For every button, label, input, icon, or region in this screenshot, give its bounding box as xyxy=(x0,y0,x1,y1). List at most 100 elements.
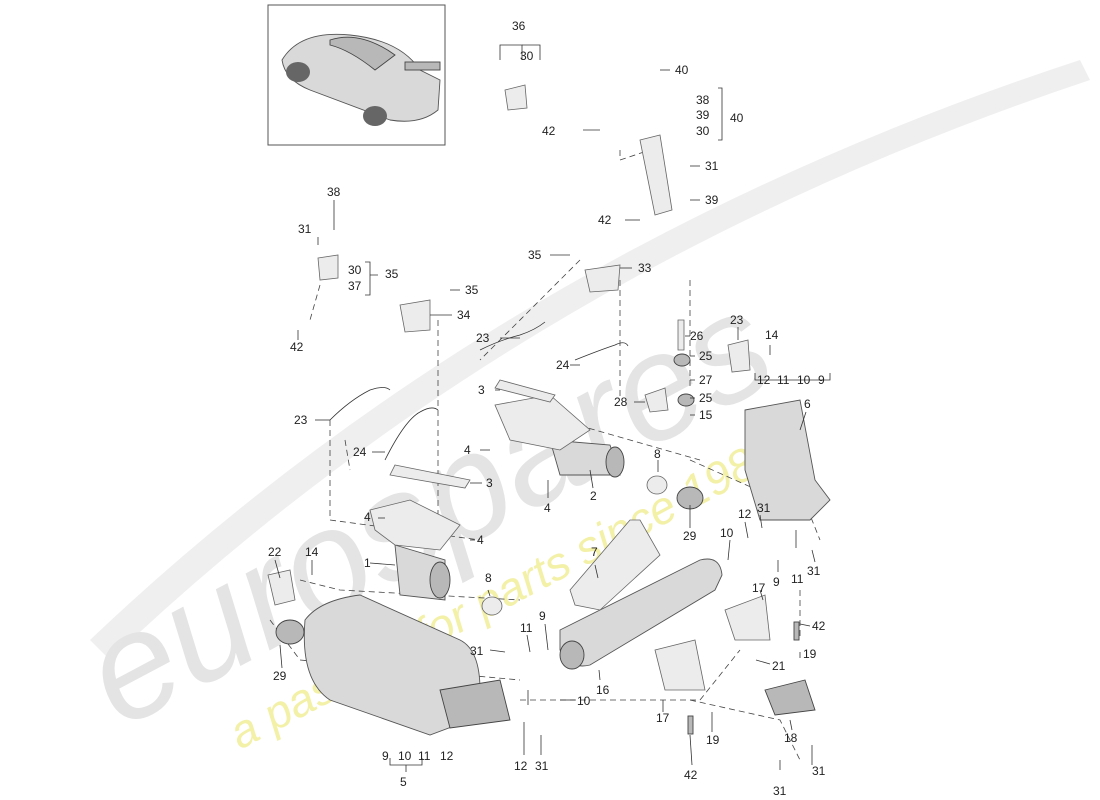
part-gasket-8-right[interactable] xyxy=(646,475,668,495)
callout-41-b[interactable]: 42 xyxy=(598,213,612,227)
callout-31-b[interactable]: 31 xyxy=(535,759,549,773)
callout-1[interactable]: 1 xyxy=(364,556,371,570)
callout-2[interactable]: 2 xyxy=(590,489,597,503)
callout-14-b[interactable]: 14 xyxy=(765,328,779,342)
callout-5-g11[interactable]: 11 xyxy=(418,749,431,763)
callout-34-b[interactable]: 35 xyxy=(528,248,542,262)
callout-35[interactable]: 35 xyxy=(385,267,399,281)
part-tailpipe-left[interactable] xyxy=(439,679,511,729)
part-bracket-35[interactable] xyxy=(317,254,339,281)
part-stud-26[interactable] xyxy=(677,319,685,351)
callout-9-a[interactable]: 9 xyxy=(539,609,546,623)
callout-4-b[interactable]: 4 xyxy=(544,501,551,515)
callout-10-a[interactable]: 10 xyxy=(577,694,591,708)
callout-9-g9[interactable]: 9 xyxy=(818,373,825,387)
callout-24-a[interactable]: 24 xyxy=(556,358,570,372)
callout-41-c[interactable]: 42 xyxy=(290,340,304,354)
callout-4-d[interactable]: 4 xyxy=(477,533,484,547)
callout-42-b[interactable]: 42 xyxy=(812,619,826,633)
callout-15[interactable]: 15 xyxy=(699,408,713,422)
part-clamp-17-lower[interactable] xyxy=(654,639,706,691)
callout-3-a[interactable]: 3 xyxy=(478,383,485,397)
callout-5-g10[interactable]: 10 xyxy=(398,749,412,763)
callout-30-e[interactable]: 30 xyxy=(348,263,362,277)
callout-12-a[interactable]: 12 xyxy=(514,759,528,773)
callout-12-b[interactable]: 12 xyxy=(738,507,752,521)
part-mount-25-lower[interactable] xyxy=(677,393,695,407)
callout-25-b[interactable]: 25 xyxy=(699,391,713,405)
part-bracket-28[interactable] xyxy=(644,387,669,413)
callout-9-g12[interactable]: 12 xyxy=(757,373,771,387)
callout-6[interactable]: 6 xyxy=(804,397,811,411)
callout-41-a[interactable]: 42 xyxy=(542,124,556,138)
callout-14-a[interactable]: 14 xyxy=(305,545,319,559)
callout-36[interactable]: 36 xyxy=(512,19,526,33)
part-sensor-24-upper[interactable] xyxy=(574,342,629,361)
callout-5[interactable]: 5 xyxy=(400,775,407,789)
callout-7[interactable]: 7 xyxy=(591,545,598,559)
callout-27[interactable]: 27 xyxy=(699,373,713,387)
callout-23-a[interactable]: 23 xyxy=(476,331,490,345)
part-gasket-8-left[interactable] xyxy=(481,596,503,616)
callout-23-b[interactable]: 23 xyxy=(294,413,308,427)
car-thumbnail[interactable] xyxy=(267,4,446,146)
callout-29-b[interactable]: 29 xyxy=(273,669,287,683)
callout-4-a[interactable]: 4 xyxy=(464,443,471,457)
part-muffler-left[interactable] xyxy=(303,594,481,736)
part-bracket-40[interactable] xyxy=(639,134,673,216)
part-clamp-17-upper[interactable] xyxy=(724,594,771,641)
callout-17-b[interactable]: 17 xyxy=(752,581,766,595)
callout-20[interactable]: 21 xyxy=(772,659,786,673)
callout-31-f[interactable]: 31 xyxy=(812,764,826,778)
callout-34-a[interactable]: 35 xyxy=(465,283,479,297)
callout-22[interactable]: 23 xyxy=(730,313,744,327)
part-sensor-24-lower[interactable] xyxy=(384,407,439,461)
callout-9-g11[interactable]: 11 xyxy=(777,373,790,387)
callout-33[interactable]: 34 xyxy=(457,308,471,322)
part-bolt-42-upper[interactable] xyxy=(793,621,800,641)
callout-11-a[interactable]: 11 xyxy=(520,621,533,635)
callout-8-b[interactable]: 8 xyxy=(485,571,492,585)
callout-9-g10[interactable]: 10 xyxy=(797,373,811,387)
callout-10-b[interactable]: 10 xyxy=(720,526,734,540)
part-muffler-right[interactable] xyxy=(744,399,831,521)
callout-42-a[interactable]: 42 xyxy=(684,768,698,782)
callout-31-c[interactable]: 31 xyxy=(757,501,771,515)
callout-31-a[interactable]: 31 xyxy=(470,644,484,658)
callout-5-g9[interactable]: 9 xyxy=(382,749,389,763)
part-bracket-36[interactable] xyxy=(504,84,528,111)
callout-25-a[interactable]: 25 xyxy=(699,349,713,363)
part-sensor-23-lower[interactable] xyxy=(329,387,391,421)
callout-30-a[interactable]: 30 xyxy=(520,49,534,63)
part-clamp-29-left[interactable] xyxy=(275,619,305,645)
part-bracket-7[interactable] xyxy=(569,519,661,611)
callout-30-b[interactable]: 30 xyxy=(696,124,710,138)
part-manifold-left[interactable] xyxy=(369,499,461,551)
part-gasket-right[interactable] xyxy=(494,379,556,403)
callout-5-g12[interactable]: 12 xyxy=(440,749,454,763)
callout-9-b[interactable]: 9 xyxy=(773,575,780,589)
part-bracket-21[interactable] xyxy=(267,569,296,606)
callout-24-b[interactable]: 24 xyxy=(353,445,367,459)
part-bracket-33[interactable] xyxy=(399,299,431,333)
callout-38-b[interactable]: 38 xyxy=(696,93,710,107)
callout-37-b[interactable]: 37 xyxy=(348,279,362,293)
callout-28[interactable]: 28 xyxy=(614,395,628,409)
callout-16[interactable]: 16 xyxy=(596,683,610,697)
callout-17-a[interactable]: 17 xyxy=(656,711,670,725)
callout-30-c[interactable]: 31 xyxy=(705,159,719,173)
callout-39-a[interactable]: 39 xyxy=(696,108,710,122)
callout-38-a[interactable]: 40 xyxy=(675,63,689,77)
callout-26[interactable]: 26 xyxy=(690,329,704,343)
part-bracket-32[interactable] xyxy=(584,264,621,293)
callout-18[interactable]: 18 xyxy=(784,731,798,745)
callout-31-d[interactable]: 31 xyxy=(807,564,821,578)
callout-3-b[interactable]: 3 xyxy=(486,476,493,490)
callout-4-c[interactable]: 4 xyxy=(364,510,371,524)
part-bracket-22[interactable] xyxy=(727,339,751,373)
callout-29-a[interactable]: 29 xyxy=(683,529,697,543)
part-bolt-42-lower[interactable] xyxy=(687,715,694,735)
callout-32[interactable]: 33 xyxy=(638,261,652,275)
callout-37-a[interactable]: 38 xyxy=(327,185,341,199)
part-sensor-23-upper[interactable] xyxy=(479,321,546,351)
